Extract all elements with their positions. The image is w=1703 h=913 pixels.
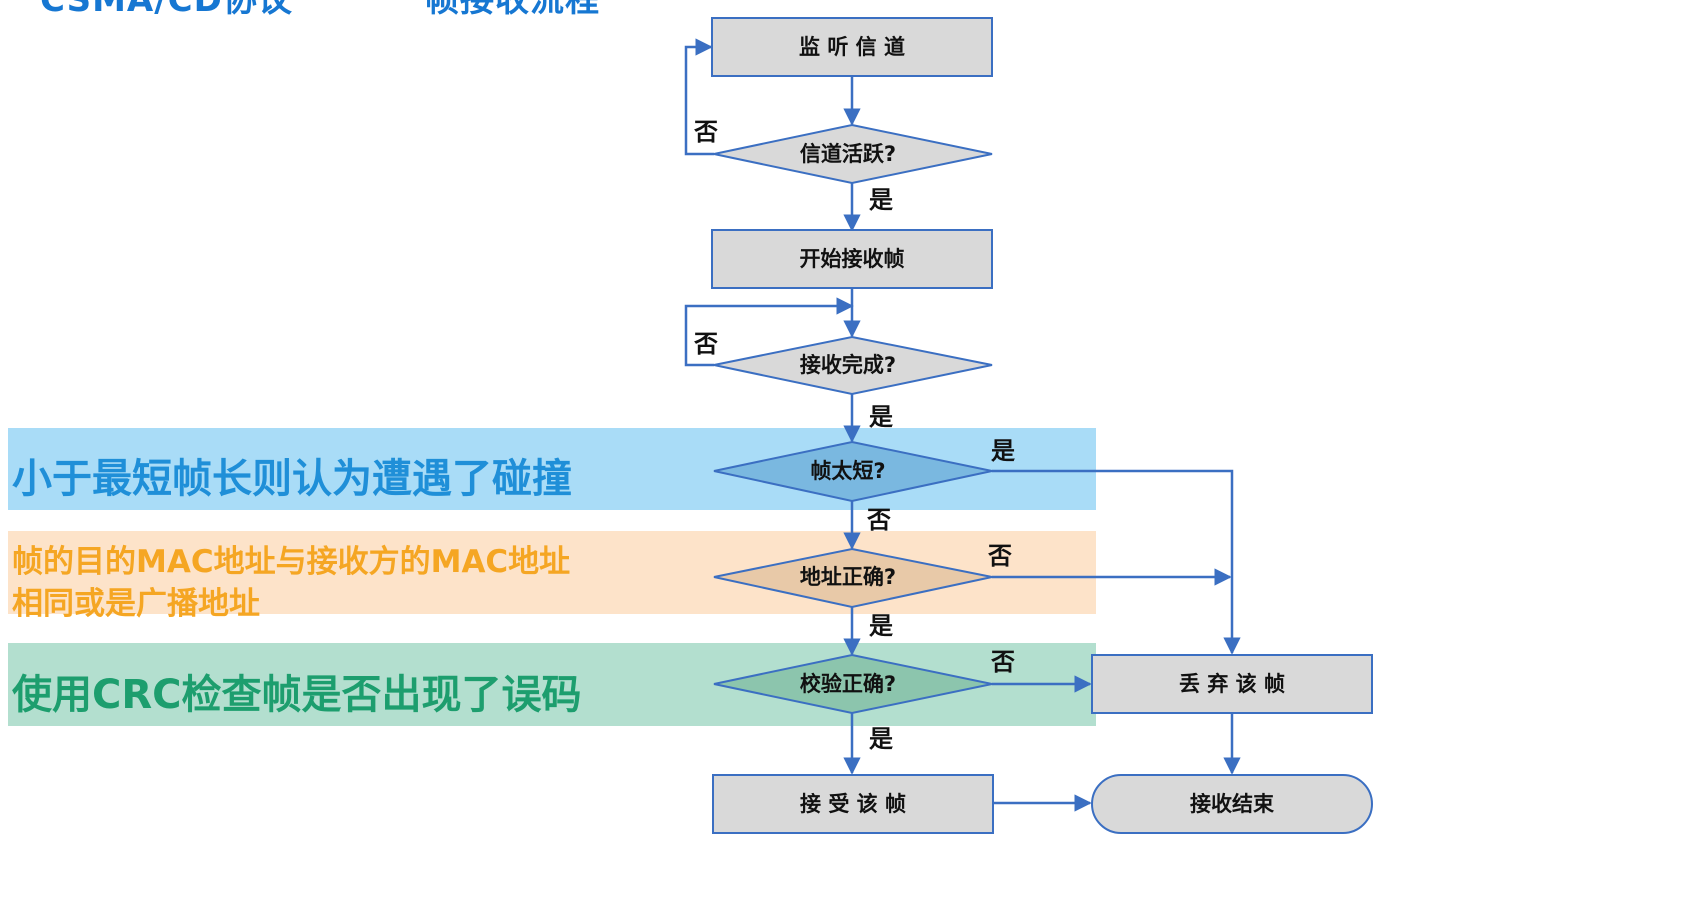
node-channel-active-diamond (713, 123, 993, 185)
node-address-diamond (713, 547, 993, 609)
annotation-too-short: 小于最短帧长则认为遭遇了碰撞 (12, 456, 572, 502)
flow-connectors (684, 38, 1241, 812)
node-checksum-diamond (713, 653, 993, 715)
node-channel-active-label: 信道活跃? (800, 142, 896, 166)
node-discard-frame-label: 丢 弃 该 帧 (1179, 672, 1285, 696)
node-listen-label: 监 听 信 道 (799, 35, 905, 59)
node-checksum-label: 校验正确? (800, 672, 896, 696)
label-checksum-yes: 是 (869, 725, 893, 753)
annotation-crc: 使用CRC检查帧是否出现了误码 (12, 672, 582, 718)
node-too-short-label: 帧太短? (810, 459, 885, 483)
label-receive-done-yes: 是 (869, 403, 893, 431)
label-channel-active-yes: 是 (869, 186, 893, 214)
label-address-yes: 是 (869, 612, 893, 640)
annotation-address-line-1: 帧的目的MAC地址与接收方的MAC地址 (12, 544, 571, 580)
label-channel-active-no: 否 (693, 118, 718, 146)
label-too-short-yes: 是 (991, 437, 1015, 465)
edge-receive-done-no (684, 297, 854, 367)
label-receive-done-no: 否 (693, 330, 718, 358)
node-too-short-diamond (713, 440, 993, 503)
node-accept-frame-box (712, 774, 994, 834)
node-discard-frame-box (1091, 654, 1373, 714)
label-checksum-no: 否 (990, 648, 1015, 676)
edge-too-short-yes (992, 469, 1241, 655)
node-receive-done-diamond (713, 335, 993, 396)
node-accept-frame-label: 接 受 该 帧 (800, 792, 906, 816)
label-too-short-no: 否 (866, 506, 891, 534)
slide-title-left: CSMA/CD协议 (40, 0, 293, 20)
node-receive-done-label: 接收完成? (800, 353, 896, 377)
node-start-receive-box (711, 229, 993, 289)
node-address-label: 地址正确? (800, 565, 896, 589)
node-start-receive-label: 开始接收帧 (800, 247, 905, 271)
slide-title-right: 帧接收流程 (425, 0, 600, 20)
label-address-no: 否 (987, 542, 1012, 570)
node-receive-end-label: 接收结束 (1190, 792, 1275, 816)
annotation-address-line-2: 相同或是广播地址 (12, 586, 260, 622)
node-receive-end-box (1091, 774, 1373, 834)
node-listen-box (711, 17, 993, 77)
edge-channel-active-no (684, 38, 714, 156)
